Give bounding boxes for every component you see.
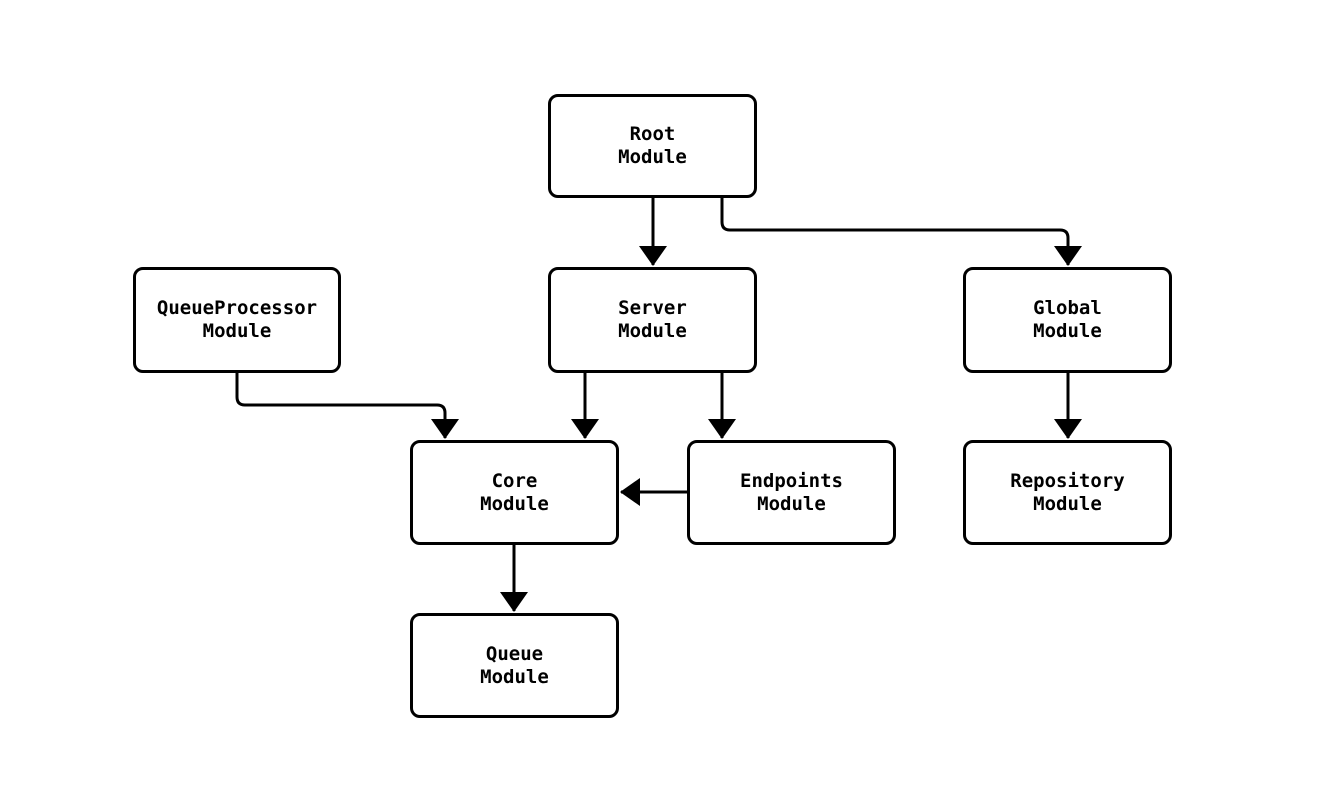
node-label-line: Queue [485,642,544,665]
node-label-line: Module [480,492,549,515]
node-queue-module: Queue Module [410,613,619,718]
node-label-line: Module [618,320,687,342]
node-root-module: Root Module [548,94,757,198]
node-queueprocessor-module: QueueProcessor Module [133,267,341,373]
node-label-line: Global [1033,297,1102,319]
node-repository-module: Repository Module [963,440,1172,545]
node-endpoints-module: Endpoints Module [687,440,896,545]
edge-root-to-global [720,198,1082,266]
node-label-line: Module [1033,320,1102,342]
node-label-line: Module [202,320,272,342]
node-label-line: Root [629,123,676,145]
node-label-line: Core [491,469,538,492]
node-label-line: QueueProcessor [156,297,318,319]
edge-queueprocessor-to-core [235,373,459,439]
node-label-line: Module [757,492,826,515]
node-label-line: Repository [1010,469,1125,492]
node-label-line: Module [480,665,549,688]
node-server-module: Server Module [548,267,757,373]
node-label-line: Endpoints [740,469,843,492]
node-core-module: Core Module [410,440,619,545]
node-label-line: Server [618,297,687,319]
node-label-line: Module [1033,492,1102,515]
node-label-line: Module [618,146,687,168]
node-global-module: Global Module [963,267,1172,373]
